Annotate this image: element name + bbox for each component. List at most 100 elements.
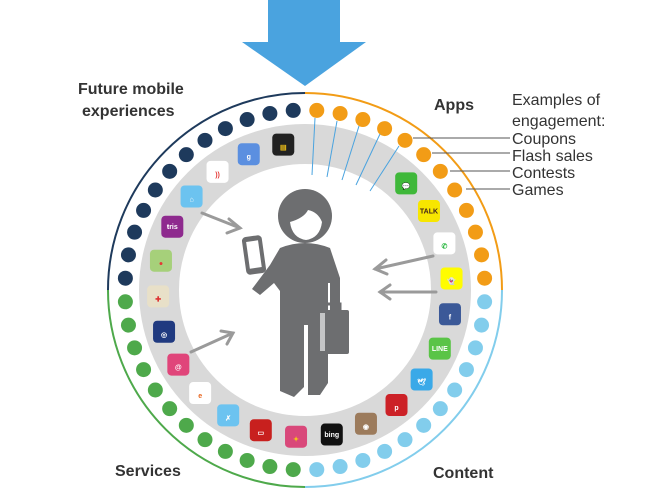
dot-services (178, 417, 194, 433)
svg-text:TALK: TALK (420, 209, 438, 216)
dot-future (162, 163, 178, 179)
svg-text:@: @ (175, 365, 182, 372)
services-label: Services (115, 463, 181, 480)
dot-content (432, 401, 448, 417)
svg-text:⌂: ⌂ (189, 196, 193, 203)
bing-app-icon: bing (320, 423, 343, 446)
dot-content (467, 340, 483, 356)
dot-services (239, 452, 255, 468)
engagement-games: Games (512, 182, 564, 199)
arrow-into-person-top-left (200, 211, 243, 235)
jump-app-icon: ✗ (217, 404, 240, 427)
engagement-lines (413, 137, 510, 190)
wechat-app-icon: 💬 (395, 172, 418, 195)
dot-services (262, 459, 278, 475)
dot-ring (117, 102, 493, 478)
engagement-flash-sales: Flash sales (512, 148, 593, 165)
tris-app-icon: ŧris (161, 215, 184, 238)
dot-future (239, 112, 255, 128)
dot-services (120, 317, 136, 333)
svg-text:g: g (247, 154, 251, 161)
engagement-contests: Contests (512, 165, 575, 182)
examples-heading-line2: engagement: (512, 113, 605, 130)
dot-apps (416, 147, 432, 163)
kakaotalk-app-icon: TALK (417, 200, 440, 223)
apps-connector-lines (311, 117, 400, 192)
dot-content (332, 459, 348, 475)
arrow-into-person-bottom-left (189, 329, 236, 354)
dot-content (474, 317, 490, 333)
svg-text:✚: ✚ (155, 295, 161, 303)
dot-future (120, 247, 136, 263)
dot-apps (397, 132, 413, 148)
svg-text:e: e (198, 393, 202, 400)
dot-future (262, 105, 278, 121)
dot-future (127, 224, 143, 240)
dot-services (285, 462, 301, 478)
dot-services (117, 294, 133, 310)
whatsapp-app-icon: ✆ (433, 232, 456, 255)
future-mobile-label: Future mobile (78, 81, 184, 98)
svg-text:bing: bing (324, 432, 339, 439)
dot-apps (474, 247, 490, 263)
apps-label: Apps (434, 97, 474, 114)
dot-apps (377, 121, 393, 137)
svg-text:✆: ✆ (441, 242, 447, 250)
content-label: Content (433, 465, 494, 482)
dot-services (162, 401, 178, 417)
dot-services (127, 340, 143, 356)
line-app-icon: LINE (428, 337, 451, 360)
dot-content (416, 417, 432, 433)
funnel-arrow (242, 0, 366, 86)
svg-text:LINE: LINE (432, 346, 448, 353)
dot-future (147, 182, 163, 198)
dot-future (178, 147, 194, 163)
engagement-coupons: Coupons (512, 131, 576, 148)
fingerprint-app-icon: @ (167, 353, 190, 376)
google-wallet-app-icon: )) (206, 160, 229, 183)
arrow-into-person-right-1 (372, 254, 435, 276)
dot-services (136, 362, 152, 378)
svg-text:)): )) (215, 172, 220, 179)
svg-text:◉: ◉ (363, 424, 369, 431)
svg-text:✗: ✗ (225, 414, 231, 422)
dot-content (477, 294, 493, 310)
svg-text:🕊: 🕊 (417, 377, 427, 386)
dot-content (458, 362, 474, 378)
dot-services (197, 432, 213, 448)
dot-content (447, 382, 463, 398)
instagram-app-icon: ◉ (354, 412, 377, 435)
dot-content (377, 443, 393, 459)
arrow-into-person-right-2 (377, 283, 438, 301)
dot-future (117, 270, 133, 286)
future-mobile-label-line2: experiences (82, 103, 175, 120)
dot-apps (477, 270, 493, 286)
dot-apps (432, 163, 448, 179)
dot-apps (467, 224, 483, 240)
dot-content (355, 452, 371, 468)
person-silhouette (241, 189, 349, 397)
dot-apps (458, 202, 474, 218)
pinterest-app-icon: p (385, 394, 408, 417)
hotel-app-icon: ▭ (249, 419, 272, 442)
arrows (189, 211, 438, 354)
dot-future (285, 102, 301, 118)
svg-text:f: f (449, 314, 452, 321)
twitter-app-icon: 🕊 (410, 368, 433, 391)
svg-text:▭: ▭ (257, 430, 264, 437)
dot-content (397, 432, 413, 448)
svg-text:👻: 👻 (447, 276, 456, 285)
wallet-app-icon: ▤ (272, 133, 295, 156)
dot-apps (332, 105, 348, 121)
dot-services (217, 443, 233, 459)
svg-text:💬: 💬 (402, 181, 411, 190)
maps-app-icon: ● (149, 249, 172, 272)
dot-future (136, 202, 152, 218)
dot-services (147, 382, 163, 398)
dot-apps (355, 112, 371, 128)
navigation-app-icon: ✚ (147, 285, 170, 308)
dot-future (217, 121, 233, 137)
svg-text:p: p (394, 405, 398, 412)
